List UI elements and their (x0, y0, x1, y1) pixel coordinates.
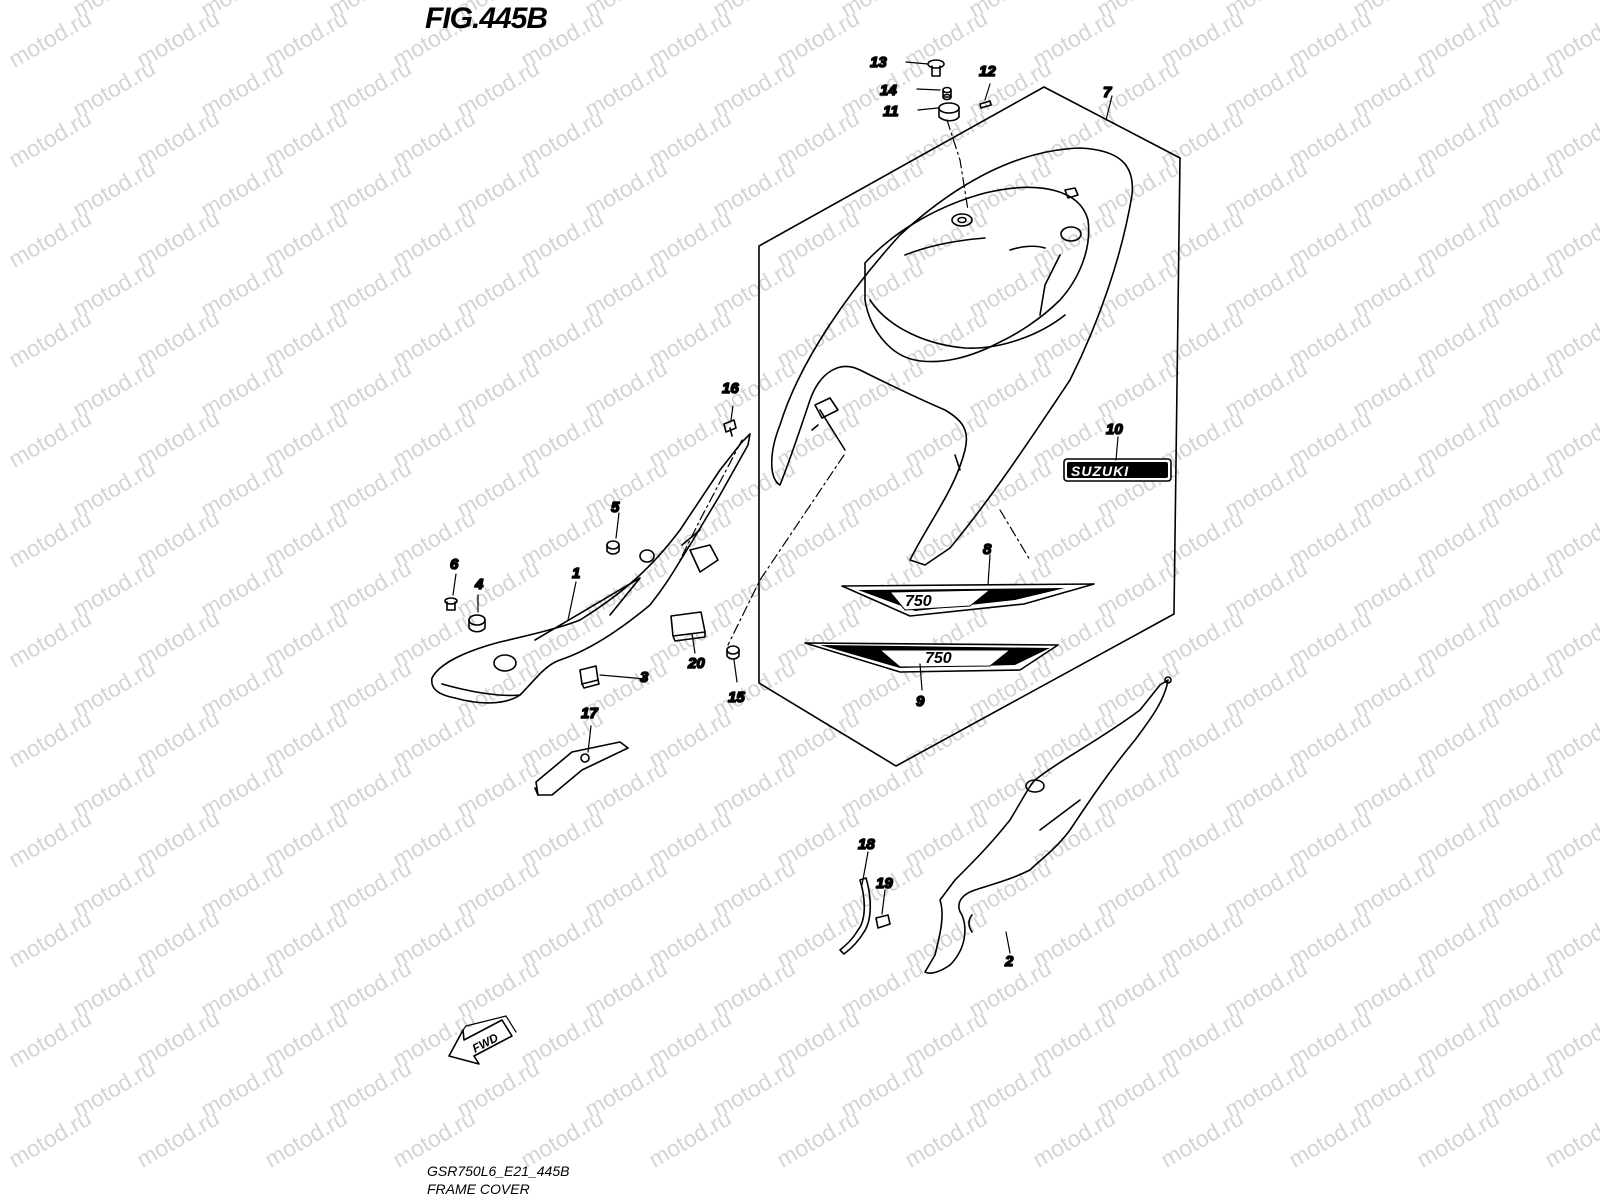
clip-16[interactable] (723, 419, 737, 437)
figure-title: FIG.445B (425, 2, 548, 35)
tape-750-upper[interactable] (841, 583, 1095, 617)
suzuki-emblem[interactable] (1063, 458, 1172, 482)
callout-13: 13 (870, 54, 887, 71)
callout-6: 6 (450, 556, 459, 573)
seal-12[interactable] (979, 100, 992, 109)
callout-14: 14 (880, 82, 897, 99)
callout-7: 7 (1103, 84, 1112, 101)
callout-5: 5 (611, 499, 620, 516)
tape-750-lower[interactable] (804, 642, 1059, 673)
tape-upper-text: 750 (905, 593, 932, 610)
screw-13[interactable] (927, 59, 945, 77)
collar-14[interactable] (942, 86, 952, 101)
tape-lower-text: 750 (925, 650, 952, 667)
part-callouts: 13 14 11 12 7 10 8 9 16 5 4 6 1 3 20 15 … (449, 53, 1124, 971)
figure-name: FRAME COVER (427, 1181, 530, 1197)
callout-20: 20 (687, 655, 705, 672)
screw-6[interactable] (444, 597, 458, 611)
callout-16: 16 (722, 380, 739, 397)
strap[interactable] (839, 877, 872, 955)
callout-19: 19 (876, 875, 893, 892)
clip-19[interactable] (875, 914, 891, 929)
callout-10: 10 (1106, 421, 1123, 438)
nut-15[interactable] (726, 645, 740, 660)
callout-1: 1 (572, 565, 580, 582)
assembly-boundary (758, 86, 1181, 767)
callout-9: 9 (916, 693, 925, 710)
callout-12: 12 (979, 63, 996, 80)
leader-lines (452, 61, 1119, 954)
assembly-lines (679, 119, 1031, 646)
cushion-20[interactable] (670, 611, 706, 642)
callout-8: 8 (983, 541, 992, 558)
callout-11: 11 (883, 103, 899, 120)
callout-3: 3 (640, 669, 649, 686)
side-cover-right[interactable] (924, 676, 1172, 974)
cushion-11[interactable] (938, 102, 960, 122)
callout-17: 17 (581, 705, 598, 722)
callout-2: 2 (1004, 953, 1014, 970)
cushion-3[interactable] (579, 665, 600, 689)
seat-tail-cover[interactable] (770, 147, 1134, 566)
side-cover-left[interactable] (430, 433, 751, 704)
callout-15: 15 (728, 689, 745, 706)
emblem-text: SUZUKI (1071, 463, 1129, 479)
fwd-arrow: FWD (448, 1015, 517, 1065)
figure-code: GSR750L6_E21_445B (427, 1163, 570, 1179)
nut-5[interactable] (606, 540, 620, 555)
callout-4: 4 (474, 576, 484, 593)
callout-18: 18 (858, 836, 875, 853)
cushion-4[interactable] (468, 614, 486, 633)
bracket[interactable] (534, 741, 629, 796)
